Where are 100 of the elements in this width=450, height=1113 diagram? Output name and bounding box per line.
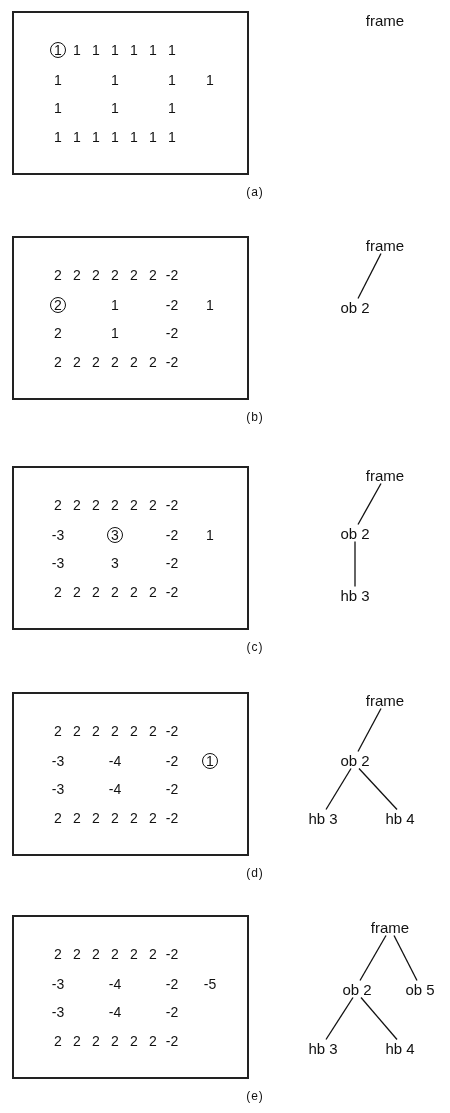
grid-number: -2 (165, 947, 179, 961)
grid-number: 2 (111, 724, 119, 738)
grid-number: -2 (165, 1034, 179, 1048)
grid-number: 2 (92, 1034, 100, 1048)
grid-number: 1 (111, 326, 119, 340)
grid-number: 2 (92, 498, 100, 512)
panel-caption: (d) (246, 867, 264, 879)
grid-number: 1 (130, 43, 138, 57)
grid-number: 1 (73, 130, 81, 144)
grid-number: 2 (54, 268, 62, 282)
grid-number: 2 (130, 498, 138, 512)
grid-number: -3 (51, 754, 65, 768)
grid-number: -4 (108, 754, 122, 768)
grid-number: 1 (168, 73, 176, 87)
panel-caption: (b) (246, 411, 264, 423)
grid-number: 2 (92, 355, 100, 369)
grid-number: 2 (149, 811, 157, 825)
grid-number: 2 (149, 1034, 157, 1048)
grid-number: 2 (111, 268, 119, 282)
grid-number: -3 (51, 528, 65, 542)
tree-node-label: hb 3 (308, 810, 338, 826)
grid-number: 2 (130, 724, 138, 738)
grid-number: 1 (111, 298, 119, 312)
grid-number: 2 (130, 268, 138, 282)
grid-number: 1 (149, 43, 157, 57)
grid-number: 2 (92, 947, 100, 961)
tree-branch-line (357, 482, 382, 526)
grid-number: 1 (111, 73, 119, 87)
grid-number: 1 (168, 130, 176, 144)
grid-number: 2 (54, 811, 62, 825)
tree-node-label: hb 3 (308, 1040, 338, 1056)
grid-number: 2 (92, 268, 100, 282)
grid-number: 2 (111, 498, 119, 512)
grid-number: 1 (206, 298, 214, 312)
grid-number: 2 (130, 355, 138, 369)
tree-node-label: ob 5 (405, 981, 435, 997)
grid-number: -4 (108, 782, 122, 796)
grid-number: -2 (165, 268, 179, 282)
grid-number: 1 (206, 528, 214, 542)
grid-number: -2 (165, 298, 179, 312)
grid-number: -3 (51, 556, 65, 570)
grid-number: -4 (108, 977, 122, 991)
tree-node-label: ob 2 (342, 981, 372, 997)
grid-number: 2 (149, 585, 157, 599)
grid-number: 2 (111, 355, 119, 369)
tree-branch-line (357, 252, 382, 300)
panel-caption: (a) (246, 186, 264, 198)
grid-number: 1 (111, 101, 119, 115)
grid-number: 2 (130, 811, 138, 825)
grid-number: 2 (73, 1034, 81, 1048)
grid-number: 2 (54, 326, 62, 340)
grid-number: 1 (168, 43, 176, 57)
grid-number: 1 (168, 101, 176, 115)
grid-number: 2 (149, 355, 157, 369)
grid-number: 2 (73, 498, 81, 512)
grid-number: 2 (111, 947, 119, 961)
grid-number: 2 (54, 355, 62, 369)
grid-number: -2 (165, 782, 179, 796)
tree-node-label: frame (365, 237, 405, 253)
tree-node-label: hb 4 (385, 1040, 415, 1056)
grid-number: 1 (92, 130, 100, 144)
tree-node-label: ob 2 (340, 299, 370, 315)
grid-number: -2 (165, 355, 179, 369)
tree-branch-line (359, 934, 387, 982)
grid-number: -2 (165, 754, 179, 768)
grid-number: 1 (92, 43, 100, 57)
tree-node-label: hb 3 (340, 587, 370, 603)
tree-node-label: ob 2 (340, 525, 370, 541)
grid-number: -4 (108, 1005, 122, 1019)
tree-node-label: frame (365, 12, 405, 28)
panel-caption: (e) (246, 1090, 264, 1102)
tree-branch-line (360, 996, 398, 1041)
grid-number: 2 (54, 1034, 62, 1048)
grid-number: 2 (130, 1034, 138, 1048)
tree-branch-line (357, 707, 382, 753)
grid-number: 1 (111, 130, 119, 144)
tree-node-label: ob 2 (340, 752, 370, 768)
grid-number: 2 (73, 947, 81, 961)
grid-number: 3 (111, 556, 119, 570)
panel-caption: (c) (246, 641, 264, 653)
grid-number: -3 (51, 1005, 65, 1019)
grid-number: 1 (54, 130, 62, 144)
grid-number: -2 (165, 528, 179, 542)
grid-number: 2 (54, 498, 62, 512)
grid-number: 2 (149, 947, 157, 961)
grid-number: -2 (165, 326, 179, 340)
grid-number: -2 (165, 1005, 179, 1019)
tree-node-label: frame (370, 919, 410, 935)
grid-number: 2 (92, 811, 100, 825)
grid-number: 2 (149, 268, 157, 282)
tree-branch-line (325, 996, 354, 1041)
grid-number: -2 (165, 811, 179, 825)
grid-number: -2 (165, 977, 179, 991)
grid-number: 2 (149, 724, 157, 738)
grid-number: 2 (111, 1034, 119, 1048)
grid-number: 2 (92, 585, 100, 599)
grid-number: 2 (111, 585, 119, 599)
grid-number: 1 (206, 73, 214, 87)
grid-number: 2 (130, 947, 138, 961)
grid-number: 2 (73, 724, 81, 738)
